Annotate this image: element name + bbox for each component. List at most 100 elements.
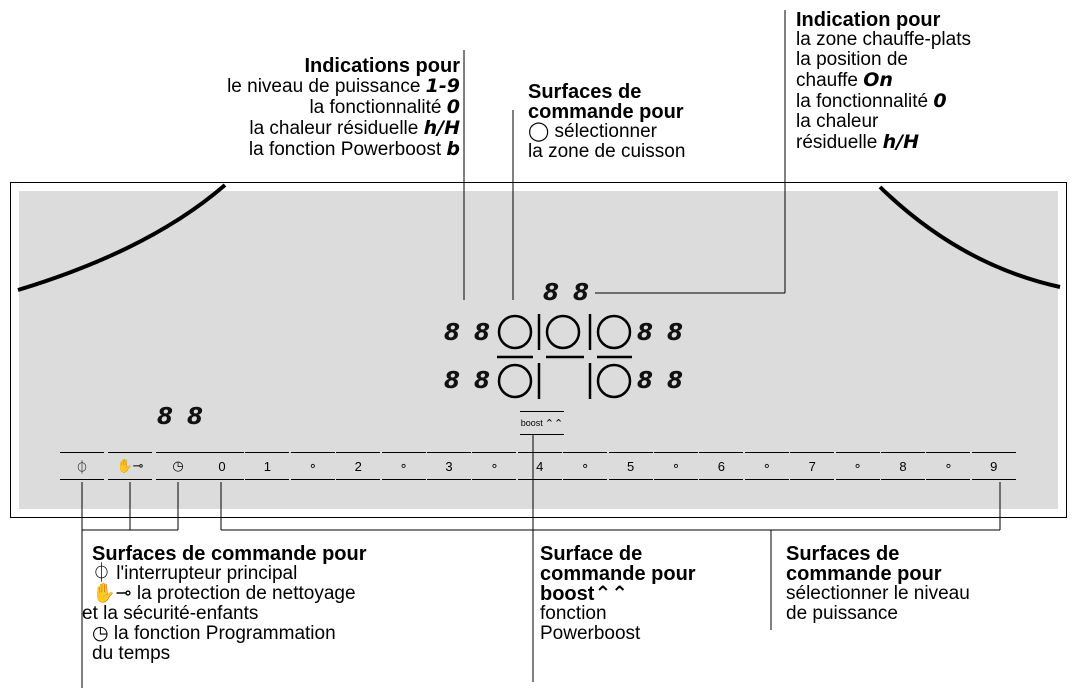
power-level-label: 1 bbox=[263, 458, 271, 474]
timer-display: 8 8 bbox=[157, 404, 207, 430]
label-line: et la sécurité-enfants bbox=[82, 603, 259, 624]
right-zone-arc bbox=[878, 185, 1061, 289]
power-level-key[interactable]: ∘ bbox=[563, 452, 608, 480]
power-level-key[interactable]: 3 bbox=[427, 452, 471, 480]
power-icon: ⏀ bbox=[75, 459, 89, 475]
label-line: le niveau de puissance bbox=[227, 76, 421, 97]
label-line: la protection de nettoyage bbox=[136, 583, 356, 604]
power-level-label: ∘ bbox=[944, 458, 953, 473]
power-level-label: 2 bbox=[354, 458, 362, 474]
label-line: sélectionner le niveau bbox=[786, 583, 970, 604]
clock-icon: ◷ bbox=[92, 623, 109, 644]
power-level-key[interactable]: 2 bbox=[336, 452, 381, 480]
power-level-label: 0 bbox=[218, 458, 226, 474]
label-line: la zone chauffe-plats bbox=[796, 29, 971, 50]
label-line: la fonctionnalité bbox=[796, 91, 929, 112]
hand-key-icon: ✋⊸ bbox=[116, 458, 144, 473]
segment-glyph: h/H bbox=[423, 117, 460, 139]
power-level-key[interactable]: ∘ bbox=[381, 452, 426, 480]
power-level-key[interactable]: 6 bbox=[699, 452, 744, 480]
zone-select-circle-upper-right bbox=[596, 314, 632, 350]
warming-zone-display: 8 8 bbox=[543, 280, 593, 306]
left-upper-zone-display: 8 8 bbox=[444, 320, 494, 346]
power-level-key[interactable]: 9 bbox=[971, 452, 1016, 480]
label-line: l'interrupteur principal bbox=[116, 563, 298, 584]
label-title: commande pour bbox=[540, 563, 696, 585]
power-level-key[interactable]: 0 bbox=[200, 452, 244, 480]
hand-key-icon: ✋⊸ bbox=[92, 583, 132, 604]
label-title: Surface de bbox=[540, 543, 643, 565]
label-line: sélectionner bbox=[554, 121, 657, 142]
power-level-key[interactable]: ∘ bbox=[472, 452, 517, 480]
power-level-key[interactable]: ∘ bbox=[290, 452, 335, 480]
label-line: la fonction Programmation bbox=[113, 623, 336, 644]
label-title: commande pour bbox=[528, 101, 684, 123]
label-title: Indications pour bbox=[304, 55, 460, 77]
zone-select-circle-lower-left bbox=[497, 363, 533, 399]
label-line: la chaleur bbox=[796, 111, 879, 132]
power-level-key[interactable]: ∘ bbox=[654, 452, 698, 480]
label-line: fonction bbox=[540, 603, 607, 624]
power-level-label: 8 bbox=[899, 458, 907, 474]
label-title: boost bbox=[540, 583, 595, 605]
segment-glyph: 0 bbox=[933, 90, 947, 112]
cleaning-lock-button[interactable]: ✋⊸ bbox=[108, 452, 152, 480]
power-level-label: 4 bbox=[536, 458, 544, 474]
label-line: de puissance bbox=[786, 603, 898, 624]
power-level-key[interactable]: 8 bbox=[881, 452, 925, 480]
right-lower-zone-display: 8 8 bbox=[637, 368, 687, 394]
label-line: la fonction Powerboost bbox=[248, 139, 442, 160]
boost-chevron-icon: ⌃⌃ bbox=[594, 583, 628, 605]
power-level-label: ∘ bbox=[762, 458, 771, 473]
segment-glyph: h/H bbox=[882, 131, 919, 153]
left-lower-zone-display: 8 8 bbox=[444, 368, 494, 394]
segment-glyph: 1-9 bbox=[425, 75, 460, 97]
zone-select-circle-upper-left bbox=[497, 314, 533, 350]
power-level-key[interactable]: ∘ bbox=[835, 452, 880, 480]
label-indications-power: Indications pour le niveau de puissance … bbox=[130, 56, 460, 160]
label-title: Indication pour bbox=[796, 9, 941, 31]
zone-select-circle-upper-mid bbox=[545, 314, 581, 350]
power-level-label: 5 bbox=[626, 458, 635, 474]
label-line: chauffe bbox=[796, 70, 858, 91]
segment-glyph: 0 bbox=[446, 96, 460, 118]
power-level-key[interactable]: ∘ bbox=[926, 452, 971, 480]
right-upper-zone-display: 8 8 bbox=[637, 320, 687, 346]
left-zone-arc bbox=[17, 183, 227, 292]
power-level-label: 9 bbox=[990, 458, 998, 474]
power-level-key[interactable]: ∘ bbox=[744, 452, 789, 480]
clock-icon: ◷ bbox=[172, 458, 184, 473]
power-level-label: 7 bbox=[808, 458, 816, 474]
label-line: la chaleur résiduelle bbox=[249, 118, 419, 139]
label-line: la zone de cuisson bbox=[528, 141, 686, 162]
label-line: Powerboost bbox=[540, 623, 641, 644]
zone-select-circle-lower-right bbox=[596, 363, 632, 399]
timer-button[interactable]: ◷ bbox=[156, 452, 200, 480]
boost-label: boost bbox=[520, 418, 543, 428]
power-level-label: ∘ bbox=[308, 458, 317, 473]
power-level-key[interactable]: 4 bbox=[517, 452, 562, 480]
power-level-label: ∘ bbox=[853, 458, 862, 473]
label-function-keys: Surfaces de commande pour ⏀ l'interrupte… bbox=[82, 543, 367, 664]
label-line: du temps bbox=[92, 643, 171, 664]
power-level-label: 3 bbox=[445, 458, 453, 474]
label-line: résiduelle bbox=[796, 132, 878, 153]
circle-icon: ◯ bbox=[528, 121, 550, 142]
power-level-label: ∘ bbox=[581, 458, 590, 473]
label-title: Surfaces de commande pour bbox=[92, 543, 367, 565]
main-switch-button[interactable]: ⏀ bbox=[60, 452, 104, 480]
label-boost: Surface de commande pour boost⌃⌃ fonctio… bbox=[540, 544, 696, 644]
label-warming-zone: Indication pour la zone chauffe-plats la… bbox=[796, 10, 971, 153]
segment-glyph: b bbox=[446, 138, 460, 160]
power-level-key[interactable]: 1 bbox=[245, 452, 290, 480]
boost-button[interactable]: boost ⌃⌃ bbox=[520, 411, 564, 435]
segment-glyph: On bbox=[863, 69, 893, 91]
label-title: Surfaces de bbox=[528, 81, 642, 103]
label-line: la position de bbox=[796, 49, 908, 70]
power-level-key[interactable]: 7 bbox=[790, 452, 835, 480]
power-level-key[interactable]: 5 bbox=[608, 452, 653, 480]
label-title: Surfaces de bbox=[786, 543, 900, 565]
boost-chevron-icon: ⌃⌃ bbox=[544, 417, 564, 430]
label-title: commande pour bbox=[786, 563, 942, 585]
